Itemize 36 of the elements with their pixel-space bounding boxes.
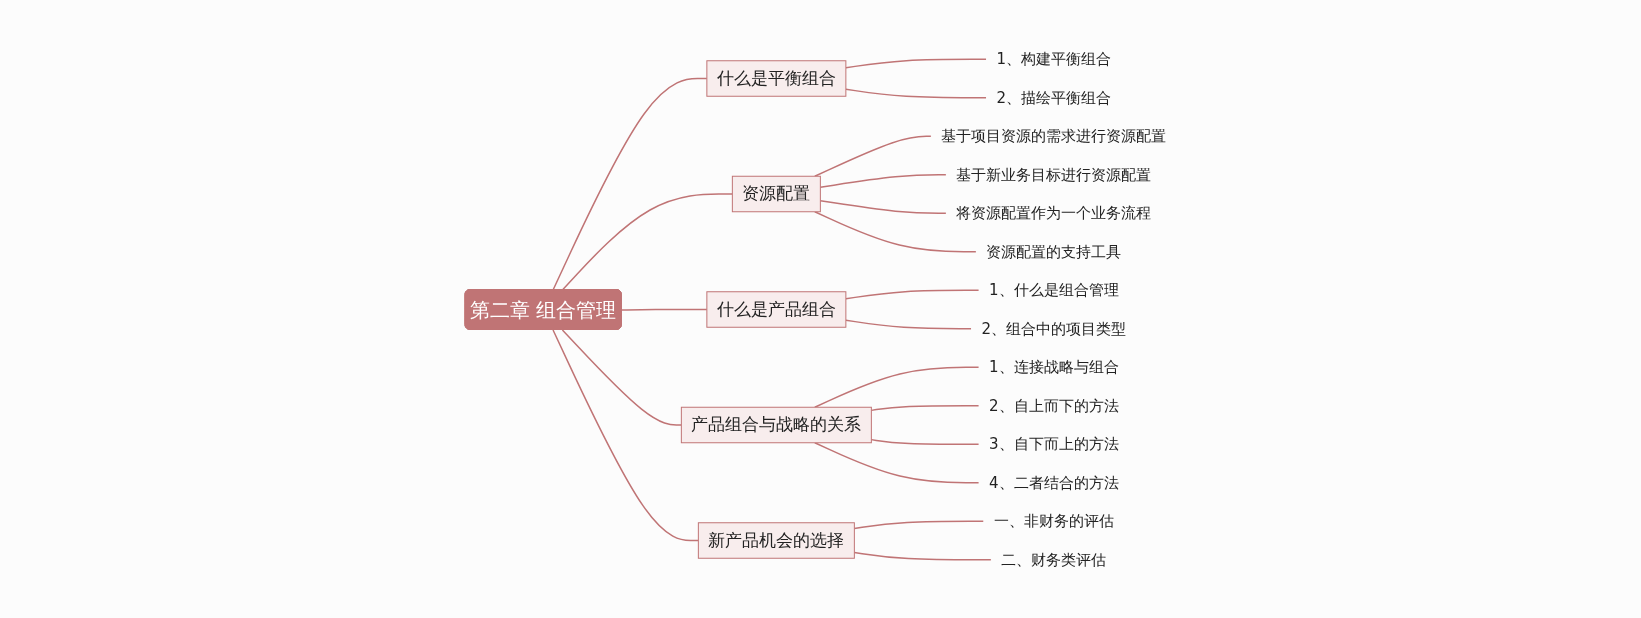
connector (552, 77, 708, 291)
node-text: 二、财务类评估 (1001, 550, 1107, 568)
node-text: 1、连接战略与组合 (988, 357, 1119, 376)
node-box: 什么是产品组合 (706, 290, 847, 328)
node-text: 一、非财务的评估 (993, 511, 1114, 530)
node-text: 资源配置的支持工具 (986, 242, 1122, 260)
node-text: 1、构建平衡组合 (996, 49, 1111, 68)
node-text: 1、什么是组合管理 (988, 280, 1119, 299)
connector (813, 441, 980, 483)
connector (819, 173, 947, 188)
connector (620, 308, 708, 311)
connector (819, 199, 947, 214)
node-text: 2、自上而下的方法 (988, 396, 1119, 414)
node-box: 资源配置 (731, 175, 821, 212)
node-text: 2、组合中的项目类型 (981, 319, 1126, 337)
connector (844, 87, 988, 98)
node-box: 产品组合与战略的关系 (680, 406, 872, 443)
node-text: 基于项目资源的需求进行资源配置 (941, 126, 1167, 145)
connector (870, 404, 980, 411)
connector (844, 318, 973, 329)
connector (853, 520, 985, 529)
connector (844, 58, 988, 69)
node-text: 4、二者结合的方法 (988, 473, 1119, 491)
connector (552, 328, 699, 541)
connector (844, 289, 980, 300)
node-box: 新产品机会的选择 (697, 521, 855, 559)
node-text: 3、自下而上的方法 (988, 434, 1119, 453)
node-text: 将资源配置作为一个业务流程 (956, 203, 1152, 222)
node-box: 什么是平衡组合 (706, 59, 847, 97)
connector (561, 192, 733, 291)
connector (561, 328, 682, 426)
node-text: 基于新业务目标进行资源配置 (956, 165, 1152, 183)
connector (813, 210, 977, 252)
connector (853, 551, 992, 560)
node-text: 2、描绘平衡组合 (996, 88, 1111, 106)
connector (870, 438, 980, 445)
